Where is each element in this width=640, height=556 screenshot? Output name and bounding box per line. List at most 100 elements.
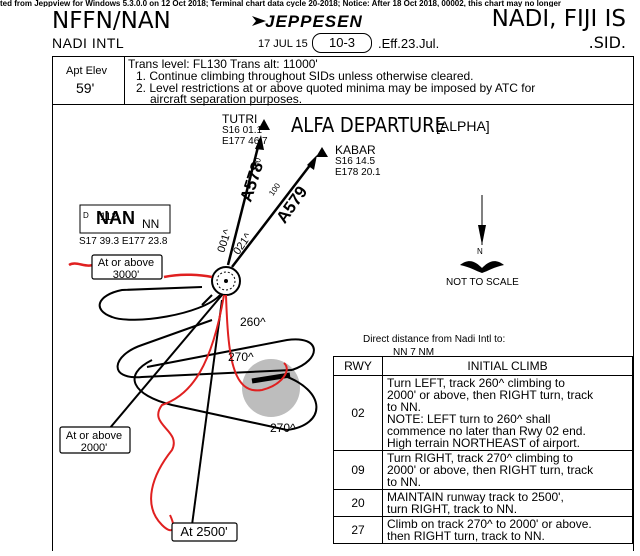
climb-line: Turn RIGHT, track 270^ climbing to	[387, 451, 573, 465]
nn-code: NN	[142, 217, 160, 231]
procedure-title-alt: [ALPHA]	[436, 118, 490, 134]
tutri-fix-icon	[258, 119, 270, 130]
direct-distance-value: NN 7 NM	[393, 347, 435, 358]
export-banner: ted from Jeppview for Windows 5.3.0.0 on…	[0, 0, 562, 7]
initial-climb-table: RWY INITIAL CLIMB 02 Turn LEFT, track 26…	[333, 356, 633, 544]
altitude-bottom-line2: 2500'	[196, 524, 228, 539]
climb-line: NOTE: LEFT turn to 260^ shall	[387, 412, 551, 426]
header-initial-climb: INITIAL CLIMB	[382, 356, 633, 376]
altitude-bottom-line1: At	[180, 524, 193, 539]
highlight-circle	[242, 359, 300, 417]
fix-tutri-lon: E177 46.7	[222, 136, 268, 147]
altitude-box-left	[59, 426, 131, 454]
altitude-box-top	[91, 254, 163, 280]
transition-info: Trans level: FL130 Trans alt: 11000'	[128, 57, 318, 71]
fix-tutri-lat: S16 01.1	[222, 125, 263, 136]
track-260-label: 260^	[240, 315, 266, 329]
table-row: 02 Turn LEFT, track 260^ climbing to 200…	[333, 375, 633, 451]
climb-line: turn RIGHT, track to NN.	[387, 502, 518, 516]
direct-distance-label: Direct distance from Nadi Intl to:	[363, 334, 506, 345]
scale-note: NOT TO SCALE	[446, 277, 519, 288]
departure-plan-view	[59, 119, 504, 542]
track-270-loop	[146, 338, 315, 371]
altitude-top-line2: 3000'	[112, 269, 140, 281]
altitude-box-bottom	[171, 522, 238, 542]
fix-kabar-lon: E178 20.1	[335, 167, 381, 178]
procedure-title: ALFA DEPARTURE	[291, 113, 447, 137]
climb-cell: Climb on track 270^ to 2000' or above. t…	[382, 516, 633, 544]
note-2: 2. Level restrictions at or above quoted…	[136, 81, 536, 95]
rwy-cell: 09	[333, 450, 383, 490]
table-header-row: RWY INITIAL CLIMB	[333, 356, 633, 376]
elevation-value: 59'	[76, 80, 95, 96]
route-to-nn-left	[103, 294, 223, 436]
fix-tutri-name: TUTRI	[222, 112, 258, 126]
header-divider	[52, 104, 634, 105]
climb-line: to NN.	[387, 400, 422, 414]
elevation-label: Apt Elev	[66, 65, 107, 77]
kabar-fix-icon	[316, 147, 328, 157]
route-a578	[226, 138, 262, 266]
altitude-top-text: At or above 3000'	[93, 257, 159, 281]
compass-wings-icon	[460, 261, 504, 273]
annotation-red-path	[150, 294, 225, 532]
elevation-box	[52, 56, 125, 104]
table-row: 09 Turn RIGHT, track 270^ climbing to 20…	[333, 450, 633, 490]
note-2-cont: aircraft separation purposes.	[150, 92, 303, 106]
airport-name: NADI INTL	[52, 35, 125, 51]
route-a579	[231, 159, 315, 268]
procedure-type: .SID.	[588, 33, 626, 52]
nn-info-box	[79, 204, 171, 234]
rwy-cell: 27	[333, 516, 383, 544]
track-270-label-a: 270^	[228, 350, 254, 364]
note-1: 1. Continue climbing throughout SIDs unl…	[136, 69, 474, 83]
holding-loop-upper	[98, 286, 221, 321]
chart-page-id: 10-3	[312, 33, 372, 53]
climb-cell: MAINTAIN runway track to 2500', turn RIG…	[382, 489, 633, 517]
jeppesen-logo-icon	[252, 16, 266, 26]
climb-line: 2000' or above, then RIGHT turn, track	[387, 388, 594, 402]
nn-coordinates: S17 39.3 E177 23.8	[79, 236, 168, 247]
chart-location: NADI, FIJI IS	[491, 6, 626, 32]
chart-date: 17 JUL 15	[258, 38, 308, 50]
rwy-cell: 20	[333, 489, 383, 517]
altitude-left-line1: At or above	[65, 430, 123, 442]
climb-line: to NN.	[387, 475, 422, 489]
climb-line: commence no later than Rwy 02 end.	[387, 424, 586, 438]
table-row: 20 MAINTAIN runway track to 2500', turn …	[333, 489, 633, 517]
altitude-left-line2: 2000'	[80, 442, 108, 454]
climb-line: Climb on track 270^ to 2000' or above.	[387, 517, 592, 531]
fix-kabar-lat: S16 14.5	[335, 156, 376, 167]
altitude-bottom-text: At 2500'	[174, 524, 234, 539]
route-to-nn-bottom	[191, 299, 223, 526]
north-label: N	[477, 247, 483, 256]
effective-date: .Eff.23.Jul.	[378, 36, 440, 51]
header-rwy: RWY	[333, 356, 383, 376]
track-270-lower-loop	[133, 359, 318, 432]
nn-ident: NAN	[96, 208, 135, 228]
climb-line: then RIGHT turn, track to NN.	[387, 529, 545, 543]
climb-line: High terrain NORTHEAST of airport.	[387, 436, 580, 450]
track-260-path	[116, 319, 293, 379]
annotation-red-path-2	[225, 294, 288, 392]
route-a578-arrow-icon	[255, 135, 264, 150]
climb-line: MAINTAIN runway track to 2500',	[387, 490, 564, 504]
fix-tutri: TUTRI S16 01.1 E177 46.7	[222, 112, 268, 147]
climb-cell: Turn RIGHT, track 270^ climbing to 2000'…	[382, 450, 633, 490]
route-a579-arrow-icon	[307, 155, 317, 170]
climb-line: 2000' or above, then RIGHT turn, track	[387, 463, 594, 477]
rwy-cell: 02	[333, 375, 383, 451]
climb-line: Turn LEFT, track 260^ climbing to	[387, 376, 565, 390]
nn-frequency: 112	[100, 211, 118, 223]
track-270-label-b: 270^	[270, 421, 296, 435]
brand-logo: JEPPESEN	[265, 12, 363, 31]
altitude-top-line1: At or above	[97, 257, 155, 269]
climb-cell: Turn LEFT, track 260^ climbing to 2000' …	[382, 375, 633, 451]
fix-kabar-name: KABAR	[335, 143, 376, 157]
table-row: 27 Climb on track 270^ to 2000' or above…	[333, 516, 633, 544]
annotation-red-underline	[163, 273, 213, 279]
nn-d-indicator: D	[83, 211, 89, 220]
altitude-left-text: At or above 2000'	[61, 430, 127, 454]
chart-frame	[52, 56, 634, 551]
fix-kabar: KABAR S16 14.5 E178 20.1	[335, 143, 381, 178]
